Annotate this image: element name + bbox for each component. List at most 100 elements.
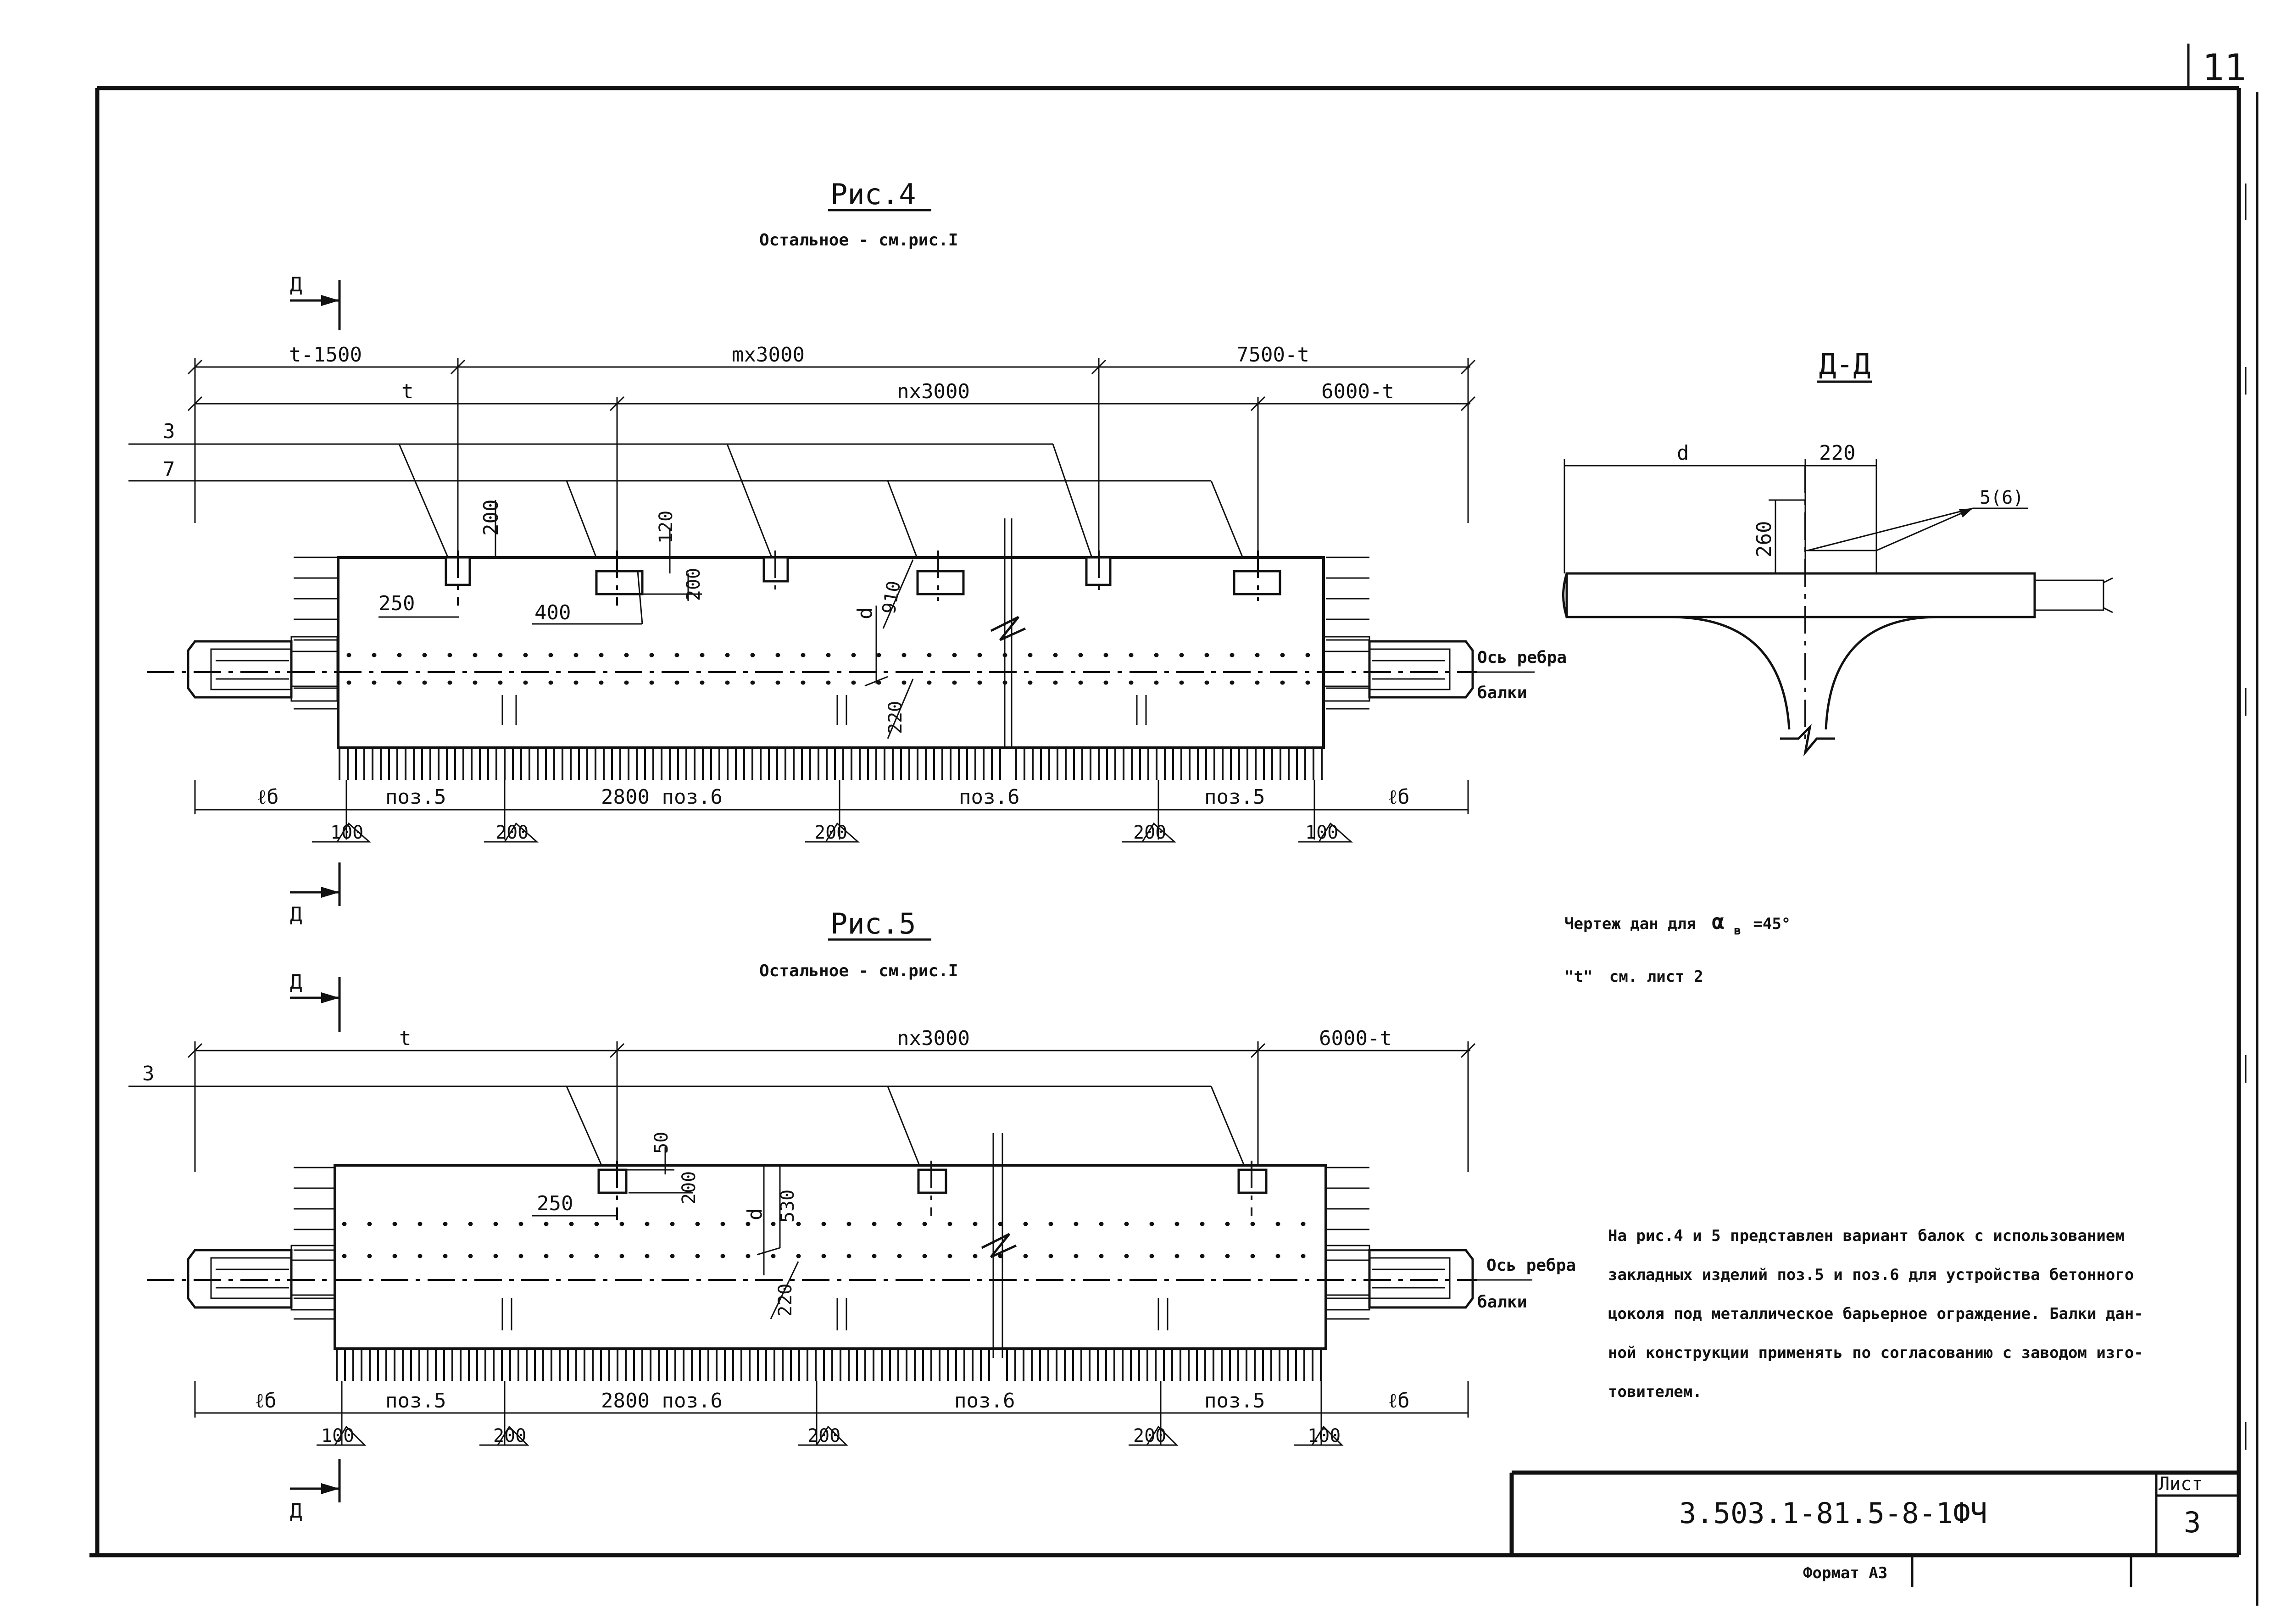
fig5-dim-t: t bbox=[399, 1027, 412, 1050]
note-paragraph-line-2: закладных изделий поз.5 и поз.6 для устр… bbox=[1608, 1266, 2134, 1284]
svg-text:530: 530 bbox=[777, 1190, 798, 1223]
fig5-axis-label2: балки bbox=[1477, 1293, 1527, 1312]
section-dd-dim-d: d bbox=[1677, 441, 1689, 465]
page-number: 11 bbox=[2202, 46, 2246, 89]
fig5-pos6: поз.6 bbox=[954, 1389, 1015, 1413]
fig4-beam bbox=[337, 556, 1325, 749]
fig4-leader-3: 3 bbox=[163, 420, 175, 443]
fig4-dimensions-bottom: ℓб поз.5 2800 поз.6 поз.6 поз.5 ℓб 100 2… bbox=[194, 695, 1469, 843]
svg-text:100: 100 bbox=[321, 1425, 354, 1446]
fig4-dim-t: t bbox=[401, 380, 414, 403]
fig4-section-arrow-top: Д bbox=[290, 273, 341, 330]
fig4-axis-label: Ось ребра bbox=[1477, 648, 1567, 667]
fig5-dimensions-bottom: ℓб поз.5 2800 поз.6 поз.6 поз.5 ℓб 100 2… bbox=[194, 1381, 1469, 1446]
fig5-dim-6000-t: 6000-t bbox=[1319, 1027, 1392, 1050]
fig5-break bbox=[981, 1133, 1017, 1358]
fig4-leaders: 3 7 bbox=[128, 420, 1251, 576]
sheet-label: Лист bbox=[2159, 1474, 2203, 1495]
section-dd-callout: 5(6) bbox=[1980, 487, 2024, 508]
svg-text:220: 220 bbox=[885, 701, 906, 734]
fig5-axis-label: Ось ребра bbox=[1486, 1256, 1576, 1275]
fig4-insert-dims: 200 250 400 120 200 910 d 220 bbox=[378, 500, 914, 739]
svg-text:Д: Д bbox=[290, 970, 302, 994]
svg-text:d: d bbox=[743, 1208, 767, 1221]
fig4-section-arrow-bottom: Д bbox=[290, 862, 341, 926]
section-dd: Д-Д d 220 260 5(6) bbox=[1562, 347, 2113, 756]
svg-text:250: 250 bbox=[537, 1192, 573, 1215]
fig5-leader-3: 3 bbox=[142, 1062, 155, 1085]
fig5-dimensions-top: t nx3000 6000-t bbox=[187, 1027, 1476, 1211]
section-dd-title: Д-Д bbox=[1819, 347, 1870, 381]
fig5-pos5-right: поз.5 bbox=[1204, 1389, 1265, 1413]
figure-5: Рис.5 Остальное - см.рис.I Д Д t nx bbox=[128, 907, 1576, 1523]
fig5-subtitle: Остальное - см.рис.I bbox=[759, 962, 958, 980]
note-paragraph-line-1: На рис.4 и 5 представлен вариант балок с… bbox=[1608, 1227, 2125, 1245]
fig5-hatch bbox=[336, 1349, 1322, 1381]
note-paragraph-line-3: цоколя под металлическое барьерное ограж… bbox=[1608, 1305, 2143, 1323]
svg-text:200: 200 bbox=[479, 500, 503, 536]
fig4-dim-mx3000: mx3000 bbox=[732, 343, 805, 367]
fig4-pos6: поз.6 bbox=[959, 785, 1019, 809]
fig4-break bbox=[990, 518, 1026, 748]
svg-text:400: 400 bbox=[534, 601, 571, 624]
svg-text:200: 200 bbox=[814, 822, 847, 843]
svg-text:200: 200 bbox=[683, 568, 704, 601]
drawing-code: 3.503.1-81.5-8-1ФЧ bbox=[1679, 1496, 1987, 1530]
svg-text:100: 100 bbox=[1305, 822, 1338, 843]
fig4-hatch bbox=[339, 748, 1323, 780]
section-dd-dim-220: 220 bbox=[1819, 441, 1855, 465]
fig5-lb-left: ℓб bbox=[255, 1389, 277, 1413]
fig5-beam bbox=[334, 1164, 1327, 1350]
svg-text:200: 200 bbox=[493, 1425, 526, 1446]
sheet-frame bbox=[89, 44, 2259, 1606]
svg-text:Д: Д bbox=[290, 903, 302, 926]
note-paragraph-line-5: товителем. bbox=[1608, 1383, 1702, 1401]
svg-text:120: 120 bbox=[656, 511, 677, 544]
svg-text:200: 200 bbox=[679, 1171, 700, 1204]
fig4-pos5-right: поз.5 bbox=[1204, 785, 1265, 809]
fig5-anchor-left bbox=[187, 1245, 338, 1311]
svg-text:100: 100 bbox=[330, 822, 363, 843]
note-alpha: Чертеж дан для α в =45° bbox=[1564, 909, 1791, 939]
fig5-anchor-right bbox=[1323, 1245, 1474, 1311]
fig5-2800-pos6: 2800 поз.6 bbox=[601, 1389, 723, 1413]
svg-text:250: 250 bbox=[378, 592, 415, 615]
fig5-pos5-left: поз.5 bbox=[385, 1389, 446, 1413]
fig4-anchor-right bbox=[1323, 636, 1474, 702]
fig5-section-arrow-bottom: Д bbox=[290, 1459, 341, 1523]
figure-4: Рис.4 Остальное - см.рис.I Д Д bbox=[128, 178, 1567, 926]
fig4-pos5-left: поз.5 bbox=[385, 785, 446, 809]
fig4-axis-label2: балки bbox=[1477, 684, 1527, 702]
note-t-ref: "t" см. лист 2 bbox=[1564, 968, 1703, 986]
fig4-lb-right: ℓб bbox=[1388, 785, 1410, 809]
fig5-dim-nx3000: nx3000 bbox=[897, 1027, 970, 1050]
svg-text:Д: Д bbox=[290, 273, 302, 296]
section-dd-dim-260: 260 bbox=[1753, 521, 1776, 557]
fig5-title: Рис.5 bbox=[830, 907, 916, 940]
fig4-dim-nx3000: nx3000 bbox=[897, 380, 970, 403]
fig4-dim-6000-t: 6000-t bbox=[1321, 380, 1394, 403]
fig5-inserts bbox=[597, 1161, 1268, 1220]
fig4-dim-t-1500: t-1500 bbox=[289, 343, 362, 367]
fig4-lb-left: ℓб bbox=[257, 785, 279, 809]
svg-text:d: d bbox=[853, 607, 877, 620]
title-block: 3.503.1-81.5-8-1ФЧ Лист 3 Формат А3 bbox=[1509, 1470, 2239, 1587]
fig4-leader-7: 7 bbox=[163, 458, 175, 481]
fig5-insert-dims: 50 250 200 d 530 220 bbox=[501, 1132, 1169, 1330]
svg-text:Д: Д bbox=[290, 1499, 302, 1523]
sheet-number: 3 bbox=[2184, 1506, 2201, 1539]
svg-text:200: 200 bbox=[1133, 822, 1166, 843]
format-label: Формат А3 bbox=[1803, 1564, 1887, 1582]
svg-text:200: 200 bbox=[807, 1425, 840, 1446]
svg-text:200: 200 bbox=[1133, 1425, 1166, 1446]
fig4-title: Рис.4 bbox=[830, 178, 916, 211]
fig5-end-bars bbox=[294, 1167, 1369, 1320]
fig5-lb-right: ℓб bbox=[1388, 1389, 1410, 1413]
svg-text:100: 100 bbox=[1308, 1425, 1341, 1446]
fig4-anchor-left bbox=[187, 636, 338, 702]
notes: Чертеж дан для α в =45° "t" см. лист 2 Н… bbox=[1564, 909, 2143, 1401]
fig4-2800-pos6: 2800 поз.6 bbox=[601, 785, 723, 809]
fig4-inserts bbox=[445, 551, 1281, 606]
fig5-level-marks: 100 200 200 200 100 bbox=[317, 1425, 1344, 1446]
